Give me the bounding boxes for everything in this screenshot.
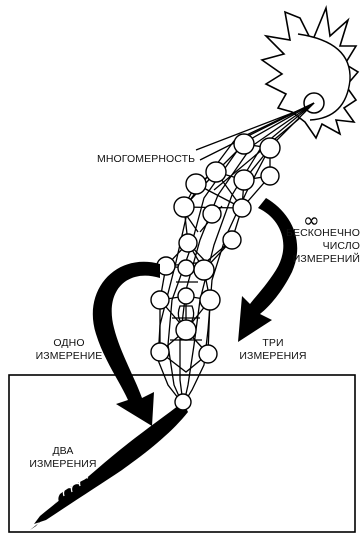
infinite-line-1: БЕСКОНЕЧНО [286,227,360,239]
three-line-1: ТРИ [262,337,283,349]
three-line-2: ИЗМЕРЕНИЯ [239,350,306,362]
infinite-line-2: ЧИСЛО [323,240,360,252]
label-one-dimension: ОДНО ИЗМЕРЕНИЕ [32,337,106,363]
label-multidimensional: МНОГОМЕРНОСТЬ [97,153,195,166]
two-line-2: ИЗМЕРЕНИЯ [29,458,96,470]
two-line-1: ДВА [52,445,73,457]
one-line-2: ИЗМЕРЕНИЕ [36,350,103,362]
label-two-dimensions: ДВА ИЗМЕРЕНИЯ [26,445,100,471]
one-line-1: ОДНО [53,337,84,349]
curved-arrow-right [238,198,297,342]
label-three-dimensions: ТРИ ИЗМЕРЕНИЯ [236,337,310,363]
label-infinite-dimensions: БЕСКОНЕЧНО ЧИСЛО ИЗМЕРЕНИЙ [286,227,360,266]
spheres [151,134,280,410]
infinite-line-3: ИЗМЕРЕНИЙ [293,253,360,265]
